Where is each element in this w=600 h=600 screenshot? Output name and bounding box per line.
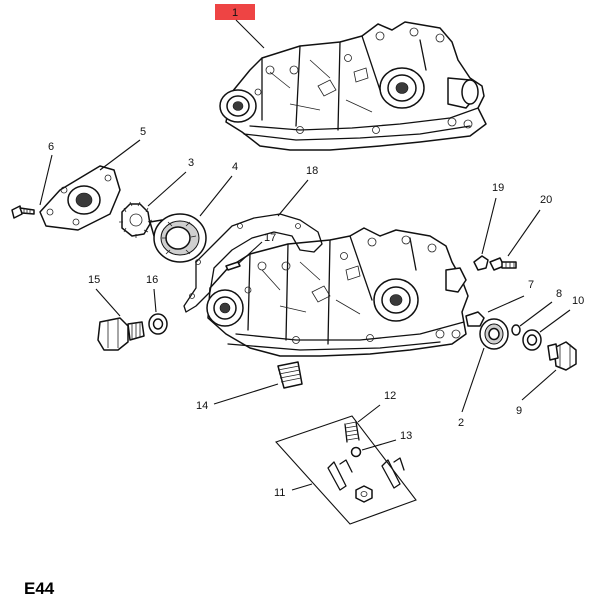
callout-1-leader [235,19,265,49]
callout-3[interactable]: 3 [147,157,194,207]
callout-10[interactable]: 10 [539,295,584,333]
bolt-19 [473,255,489,271]
callout-9-label: 9 [516,405,522,417]
valve-clip-left [327,459,353,491]
o-ring-8 [511,324,521,336]
callout-11[interactable]: 11 [274,483,313,499]
callout-13-label: 13 [400,430,412,442]
shaft-seal-2 [479,318,509,350]
callout-11-label: 11 [274,487,285,499]
callout-16[interactable]: 16 [146,274,158,313]
callout-15[interactable]: 15 [88,274,121,317]
callout-7-label: 7 [528,279,534,291]
callout-1-label: 1 [232,7,238,19]
callout-2[interactable]: 2 [458,347,485,429]
oil-pump-housing-lower [206,227,469,357]
callout-20[interactable]: 20 [507,194,552,257]
plug-9 [547,341,577,371]
callout-4-label: 4 [232,161,238,173]
callout-2-label: 2 [458,417,464,429]
cover-plate-5 [39,165,121,231]
callout-12-label: 12 [384,390,396,402]
spring-12 [344,421,360,443]
callout-18[interactable]: 18 [277,165,318,217]
dowel-pin-17 [225,261,241,271]
plug-15 [97,317,145,351]
threaded-sleeve-14 [277,361,303,389]
callout-14-label: 14 [196,400,208,412]
washer-16 [148,313,168,335]
valve-nut [355,485,373,503]
callout-8[interactable]: 8 [519,288,562,327]
callout-3-label: 3 [188,157,194,169]
screw-6 [11,205,35,219]
gasket-18 [183,213,323,313]
oil-pump-housing-top [219,21,487,151]
callout-10-label: 10 [572,295,584,307]
diagram-code: E44 [24,579,55,598]
callout-1[interactable]: 1 [215,4,265,49]
callout-4[interactable]: 4 [199,161,238,217]
callout-17[interactable]: 17 [237,232,276,265]
callout-20-label: 20 [540,194,552,206]
callout-15-label: 15 [88,274,100,286]
callout-19-label: 19 [492,182,504,194]
callout-13[interactable]: 13 [361,430,412,451]
callout-9[interactable]: 9 [516,369,557,417]
callout-16-label: 16 [146,274,158,286]
callout-12[interactable]: 12 [357,390,396,423]
callout-17-label: 17 [264,232,276,244]
callout-7[interactable]: 7 [487,279,534,313]
callout-6-label: 6 [48,141,54,153]
callout-6[interactable]: 6 [39,141,54,206]
callout-18-label: 18 [306,165,318,177]
washer-10 [522,329,542,351]
callout-5[interactable]: 5 [99,126,146,171]
valve-kit-bracket-11 [275,415,417,525]
callout-8-label: 8 [556,288,562,300]
ball-13 [350,446,362,458]
outer-rotor-4 [153,213,207,263]
seal-7 [465,311,485,327]
callout-14[interactable]: 14 [196,383,279,412]
valve-clip-right [381,457,405,489]
callout-5-label: 5 [140,126,146,138]
screw-20 [489,257,517,271]
callout-19[interactable]: 19 [481,182,504,255]
callout-1-highlight [215,4,255,20]
